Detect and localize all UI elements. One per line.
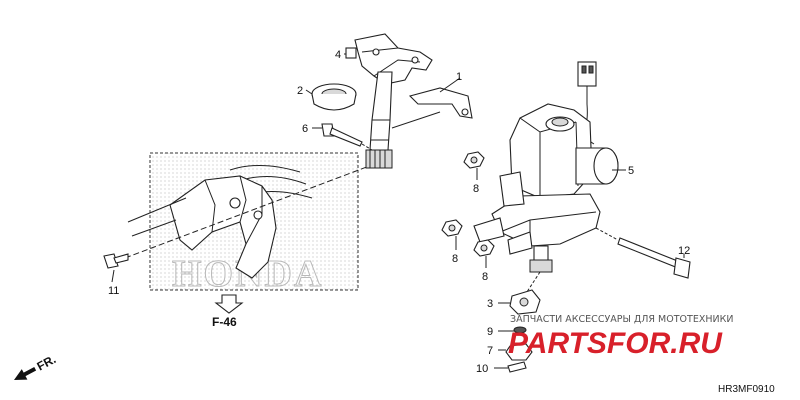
down-arrow-icon	[214, 294, 244, 314]
mount-ear-left	[499, 171, 525, 207]
steering-shaft	[354, 33, 433, 169]
reference-f46: F-46	[212, 294, 244, 329]
part-3-hole	[519, 297, 529, 307]
callout-6: 6	[302, 123, 308, 135]
bolt-11-shank	[113, 253, 129, 264]
clamp-part	[391, 87, 473, 129]
clamp-body	[408, 87, 473, 119]
leader-1	[439, 77, 461, 93]
direction-indicator: FR.	[14, 352, 59, 380]
frame-tube-lines	[127, 197, 187, 237]
mount-ear-lower	[473, 217, 505, 243]
nuts-8	[441, 151, 495, 257]
callout-2: 2	[297, 85, 303, 97]
bolt-12-shank	[617, 237, 681, 269]
callout-8b: 8	[452, 253, 458, 265]
lower-small-parts	[505, 271, 541, 373]
nut-8-left-hole	[448, 224, 456, 232]
callout-8c: 8	[482, 271, 488, 283]
frame-hole	[229, 197, 241, 209]
callout-9: 9	[487, 326, 493, 338]
clamp-leader	[391, 111, 441, 129]
input-spline-core	[551, 117, 569, 127]
connector-pin	[581, 65, 587, 74]
callout-leaders	[111, 53, 685, 369]
callout-labels: 1 2 4 6 11 5 8 8 8 12 3 9 7 10	[108, 49, 690, 375]
callout-5: 5	[628, 165, 634, 177]
direction-label: FR.	[35, 352, 59, 373]
part-9-washer	[513, 326, 527, 334]
leader-11	[111, 269, 115, 283]
diagram-code: HR3MF0910	[718, 384, 775, 395]
part-7-nut	[505, 343, 533, 361]
upper-bracket	[354, 33, 433, 85]
nut-8-upper-hole	[470, 156, 478, 164]
bolt-12-leader	[595, 227, 619, 241]
bracket-hole	[411, 56, 419, 64]
shaft-splines	[369, 150, 386, 168]
frame-hole	[253, 210, 263, 220]
eps-unit	[473, 61, 619, 273]
callout-10: 10	[476, 363, 488, 375]
leader-2	[305, 89, 313, 95]
nut-8-lower-hole	[480, 244, 488, 252]
callout-3: 3	[487, 298, 493, 310]
callout-1: 1	[456, 71, 462, 83]
motor-cap	[593, 147, 619, 185]
callout-8a: 8	[473, 183, 479, 195]
clip-4-part	[345, 47, 357, 59]
output-spline	[529, 259, 553, 273]
bolt-6-part	[321, 123, 373, 151]
callout-4: 4	[335, 49, 341, 61]
reference-label: F-46	[212, 315, 237, 329]
callout-11: 11	[108, 285, 119, 297]
frame-bracket	[169, 175, 277, 279]
bolt-12-part	[595, 227, 691, 279]
callout-12: 12	[678, 245, 690, 257]
watermark-tagline: ЗАПЧАСТИ АКСЕССУАРЫ ДЛЯ МОТОТЕХНИКИ	[510, 314, 733, 325]
bolt-11-leader	[124, 164, 373, 259]
bolt-12-head	[673, 257, 691, 279]
part-10-pin	[507, 361, 527, 373]
seal-side	[311, 93, 357, 111]
shaft-rings	[371, 119, 390, 141]
bolt-11-part	[103, 253, 129, 269]
bolt-6-shank	[329, 127, 363, 147]
bolt-6-leader	[361, 143, 373, 151]
clip-4-body	[345, 47, 357, 59]
watermark: ЗАПЧАСТИ АКСЕССУАРЫ ДЛЯ МОТОТЕХНИКИ PART…	[508, 314, 733, 360]
mount-ear-bottom	[507, 231, 533, 255]
watermark-brand: PARTSFOR.RU	[508, 327, 723, 360]
bracket-hole	[372, 48, 380, 56]
frame-assembly: HONDA	[124, 152, 373, 296]
connector-pin	[588, 65, 594, 74]
front-arrow-icon	[14, 366, 37, 380]
clamp-hole	[461, 108, 469, 116]
callout-7: 7	[487, 345, 493, 357]
seal-part	[311, 83, 357, 111]
